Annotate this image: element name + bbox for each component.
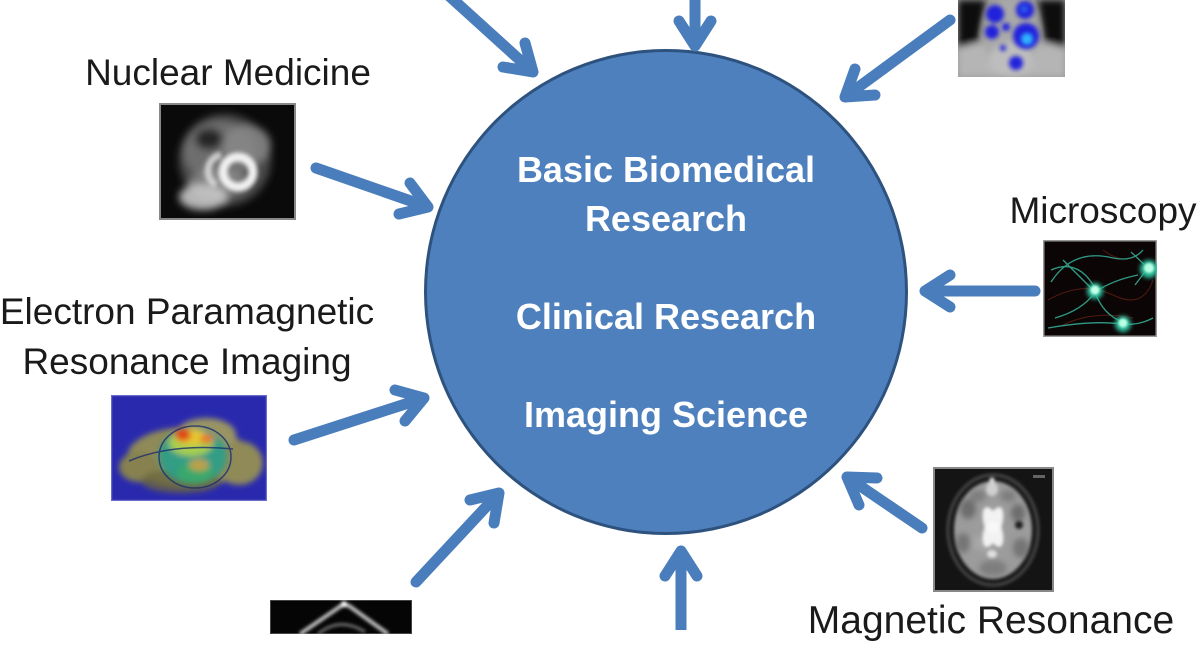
magnetic-resonance-label: Magnetic Resonance xyxy=(807,599,1175,642)
circle-line-clinical-research: Clinical Research xyxy=(515,296,817,337)
microscopy-label: Microscopy xyxy=(1009,190,1197,231)
nuclear-medicine-label: Nuclear Medicine xyxy=(85,52,371,93)
arrow-epri-to-circle xyxy=(288,384,430,446)
epri-mouse-heatmap-image xyxy=(111,395,267,501)
grayscale-scan-image xyxy=(270,600,412,634)
arrow-bottom-left-to-circle xyxy=(410,487,505,588)
center-circle-text: Basic Biomedical Research Clinical Resea… xyxy=(496,52,836,439)
optical-mouse-image xyxy=(958,0,1065,77)
arrow-mri-to-circle xyxy=(841,471,928,534)
arrow-bottom-to-circle xyxy=(659,545,703,630)
fluorescence-neurons-image xyxy=(1043,240,1157,337)
circle-line-basic-biomedical: Basic Biomedical Research xyxy=(516,149,816,239)
brain-mri-image xyxy=(933,467,1054,592)
circle-line-imaging-science: Imaging Science xyxy=(523,394,809,435)
arrow-nuclear-medicine-to-circle xyxy=(310,162,434,220)
epri-label: Electron Paramagnetic Resonance Imaging xyxy=(0,291,375,382)
arrow-microscopy-to-circle xyxy=(919,269,1041,313)
center-circle: Basic Biomedical Research Clinical Resea… xyxy=(424,49,908,535)
arrow-optical-to-circle xyxy=(839,14,956,103)
arrow-top-to-circle xyxy=(673,0,717,52)
nuclear-medicine-scan-image xyxy=(159,103,296,220)
